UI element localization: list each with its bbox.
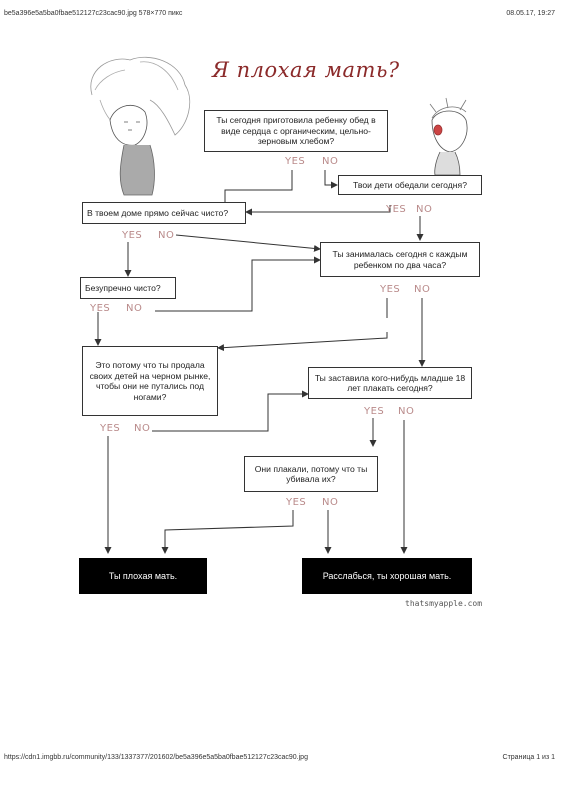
q2-no-label: NO: [416, 204, 433, 215]
question-kids-ate: Твои дети обедали сегодня?: [338, 175, 482, 195]
q7-yes-label: YES: [364, 406, 385, 417]
q8-yes-label: YES: [286, 497, 307, 508]
q6-no-label: NO: [134, 423, 151, 434]
source-url[interactable]: https://cdn1.imgbb.ru/community/133/1337…: [4, 754, 308, 761]
q5-no-label: NO: [126, 303, 143, 314]
question-killing-them: Они плакали, потому что ты убивала их?: [244, 456, 378, 492]
question-heart-lunch: Ты сегодня приготовила ребенку обед в ви…: [204, 110, 388, 152]
q4-yes-label: YES: [380, 284, 401, 295]
page-title: Я плохая мать?: [212, 58, 400, 82]
question-made-cry: Ты заставила кого-нибудь младше 18 лет п…: [308, 367, 472, 399]
question-spotless: Безупречно чисто?: [80, 277, 176, 299]
q2-yes-label: YES: [386, 204, 407, 215]
q8-no-label: NO: [322, 497, 339, 508]
credit-text: thatsmyapple.com: [405, 599, 483, 608]
file-info: be5a396e5a5ba0fbae512127c23cac90.jpg 578…: [4, 10, 183, 17]
print-datetime: 08.05.17, 19:27: [506, 10, 555, 17]
q6-yes-label: YES: [100, 423, 121, 434]
child-illustration: [429, 97, 468, 176]
q4-no-label: NO: [414, 284, 431, 295]
q5-yes-label: YES: [90, 303, 111, 314]
q7-no-label: NO: [398, 406, 415, 417]
question-black-market: Это потому что ты продала своих детей на…: [82, 346, 218, 416]
q1-yes-label: YES: [285, 156, 306, 167]
question-two-hours: Ты занималась сегодня с каждым ребенком …: [320, 242, 480, 277]
question-house-clean: В твоем доме прямо сейчас чисто?: [82, 202, 246, 224]
q3-yes-label: YES: [122, 230, 143, 241]
result-bad-mother: Ты плохая мать.: [79, 558, 207, 594]
q3-no-label: NO: [158, 230, 175, 241]
q1-no-label: NO: [322, 156, 339, 167]
result-good-mother: Расслабься, ты хорошая мать.: [302, 558, 472, 594]
page-number: Страница 1 из 1: [502, 754, 555, 761]
mother-illustration: [90, 56, 191, 196]
